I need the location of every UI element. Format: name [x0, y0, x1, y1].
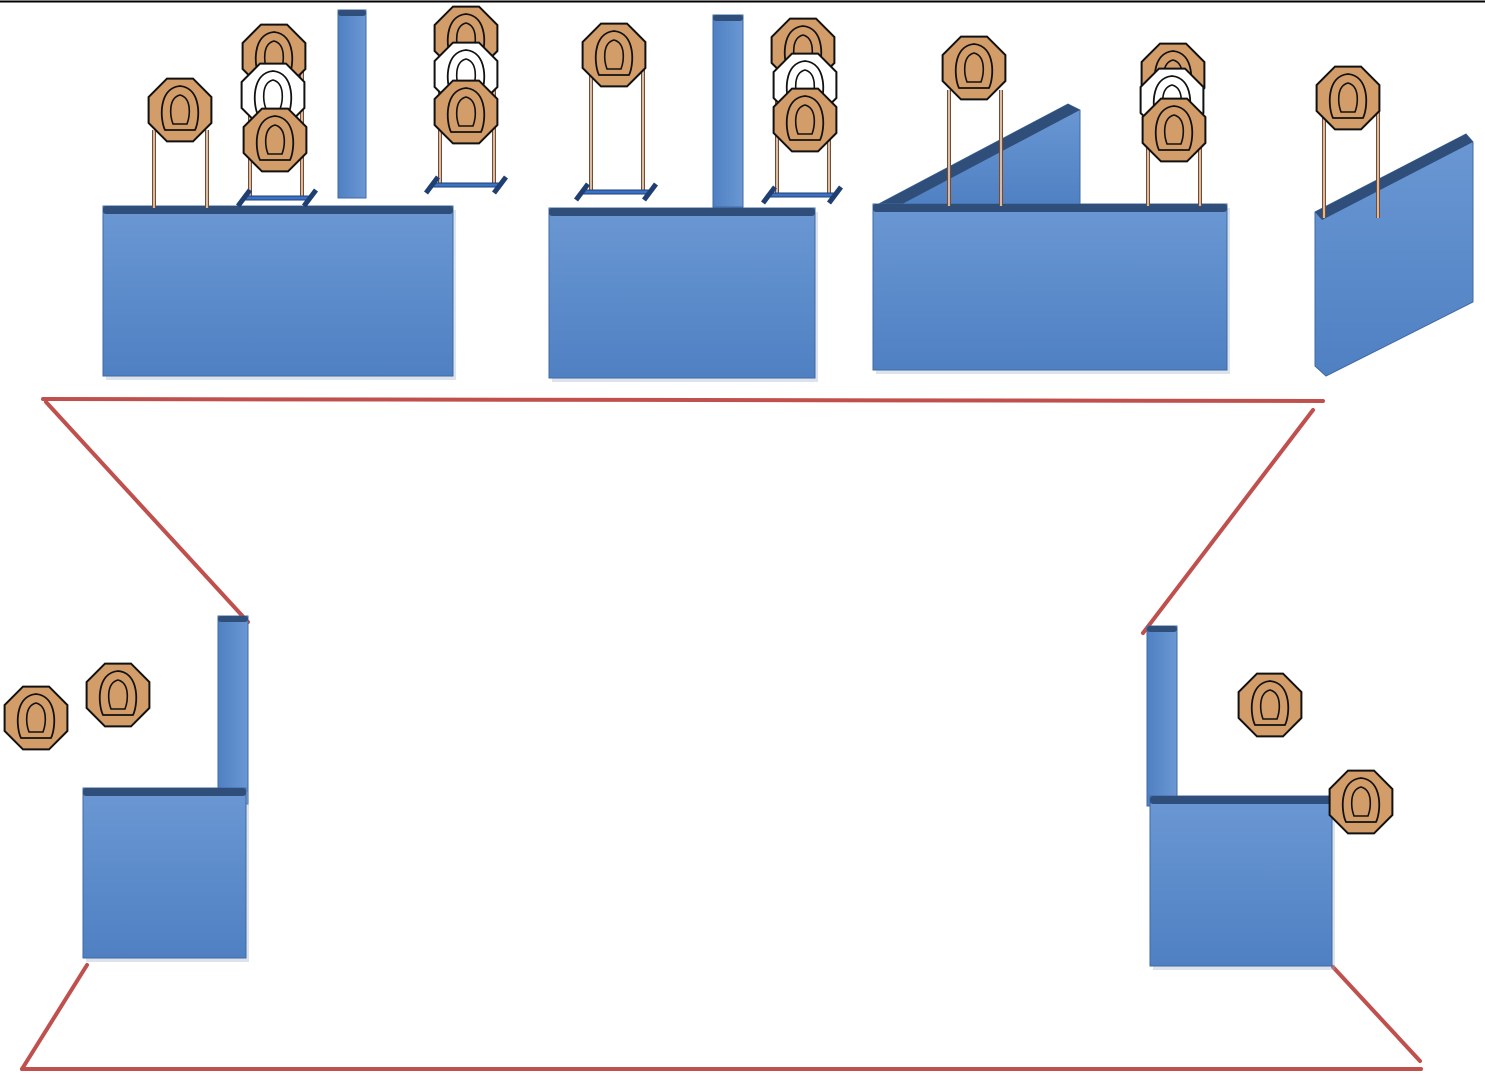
- fault-lines: [20, 397, 1423, 1071]
- stand-legs-6: [947, 90, 1003, 206]
- wall-lower-right: [1149, 795, 1335, 970]
- stand-legs-8: [1322, 110, 1380, 218]
- post-lower-right: [1146, 625, 1178, 807]
- steel-target-16: [1315, 65, 1381, 131]
- steel-target-17: [3, 685, 69, 751]
- fault-line-lower-right: [1331, 965, 1422, 1063]
- stand-base-4: [574, 182, 658, 202]
- stand-legs-4: [589, 60, 645, 192]
- stand-base-5: [761, 185, 843, 205]
- post-bay-2: [712, 14, 744, 208]
- stand-base-2: [236, 188, 318, 208]
- post-bay-1: [337, 9, 367, 199]
- steel-target-20: [1328, 769, 1394, 835]
- steel-target-12: [941, 35, 1007, 101]
- fault-line-upper-left: [44, 400, 250, 624]
- steel-targets: [3, 5, 1394, 835]
- steel-target-15: [1141, 97, 1207, 163]
- wall-bay-1: [102, 205, 456, 380]
- steel-target-1: [147, 77, 213, 143]
- wall-bay-4-angled: [1314, 133, 1474, 377]
- steel-target-19: [1237, 672, 1303, 738]
- steel-target-4: [242, 107, 308, 173]
- wall-lower-left: [82, 787, 249, 962]
- steel-target-7: [433, 79, 499, 145]
- stand-legs-1: [152, 130, 209, 208]
- wall-bay-2: [548, 207, 818, 382]
- fault-line-lower-left: [20, 963, 89, 1071]
- fault-line-upper-right: [1141, 408, 1315, 635]
- steel-target-18: [85, 662, 151, 728]
- wall-bay-3: [872, 203, 1230, 374]
- steel-target-11: [772, 87, 838, 153]
- fault-line-top: [41, 397, 1325, 403]
- stand-base-3: [424, 175, 508, 195]
- post-lower-left: [217, 615, 249, 805]
- wall-bay-3-wing: [874, 103, 1081, 212]
- barricade-walls: [82, 9, 1474, 970]
- steel-target-8: [581, 22, 647, 88]
